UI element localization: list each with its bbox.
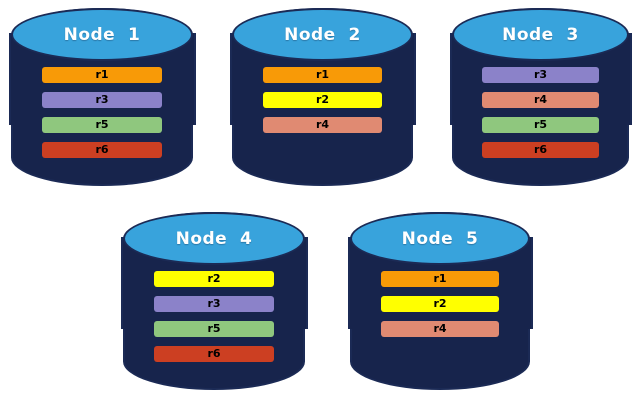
shard-bar-r5[interactable]: r5 <box>482 116 599 133</box>
shard-bar-r6[interactable]: r6 <box>482 141 599 158</box>
shard-bar-r4[interactable]: r4 <box>482 91 599 108</box>
shard-bar-r2[interactable]: r2 <box>153 270 275 287</box>
shard-bar-r1[interactable]: r1 <box>262 66 383 83</box>
cylinder-top-disc <box>452 8 629 62</box>
shard-list: r1 r3 r5 r6 <box>41 66 163 158</box>
shard-list: r1 r2 r4 <box>262 66 383 133</box>
shard-bar-r3[interactable]: r3 <box>482 66 599 83</box>
shard-bar-r3[interactable]: r3 <box>153 295 275 312</box>
database-node-4[interactable]: Node 4 r2 r3 r5 r6 <box>120 212 308 390</box>
node-title: Node 3 <box>502 24 579 45</box>
shard-bar-r3[interactable]: r3 <box>41 91 163 108</box>
cylinder-top-disc <box>232 8 413 62</box>
node-title: Node 5 <box>401 228 479 249</box>
database-node-1[interactable]: Node 1 r1 r3 r5 r6 <box>8 8 196 186</box>
shard-bar-r6[interactable]: r6 <box>41 141 163 158</box>
shard-list: r3 r4 r5 r6 <box>482 66 599 158</box>
shard-list: r1 r2 r4 <box>380 270 500 337</box>
shard-bar-r1[interactable]: r1 <box>380 270 500 287</box>
shard-bar-r2[interactable]: r2 <box>380 295 500 312</box>
cylinder-top-disc <box>11 8 193 62</box>
shard-bar-r4[interactable]: r4 <box>262 116 383 133</box>
shard-bar-r6[interactable]: r6 <box>153 345 275 362</box>
node-title: Node 2 <box>284 24 361 45</box>
shard-bar-r5[interactable]: r5 <box>153 320 275 337</box>
database-node-2[interactable]: Node 2 r1 r2 r4 <box>229 8 416 186</box>
node-title: Node 1 <box>63 24 141 45</box>
database-node-5[interactable]: Node 5 r1 r2 r4 <box>347 212 533 390</box>
database-node-3[interactable]: Node 3 r3 r4 r5 r6 <box>449 8 632 186</box>
cylinder-top-disc <box>123 212 305 266</box>
shard-bar-r2[interactable]: r2 <box>262 91 383 108</box>
node-title: Node 4 <box>175 228 253 249</box>
shard-bar-r5[interactable]: r5 <box>41 116 163 133</box>
shard-bar-r4[interactable]: r4 <box>380 320 500 337</box>
shard-list: r2 r3 r5 r6 <box>153 270 275 362</box>
shard-bar-r1[interactable]: r1 <box>41 66 163 83</box>
cylinder-top-disc <box>350 212 530 266</box>
